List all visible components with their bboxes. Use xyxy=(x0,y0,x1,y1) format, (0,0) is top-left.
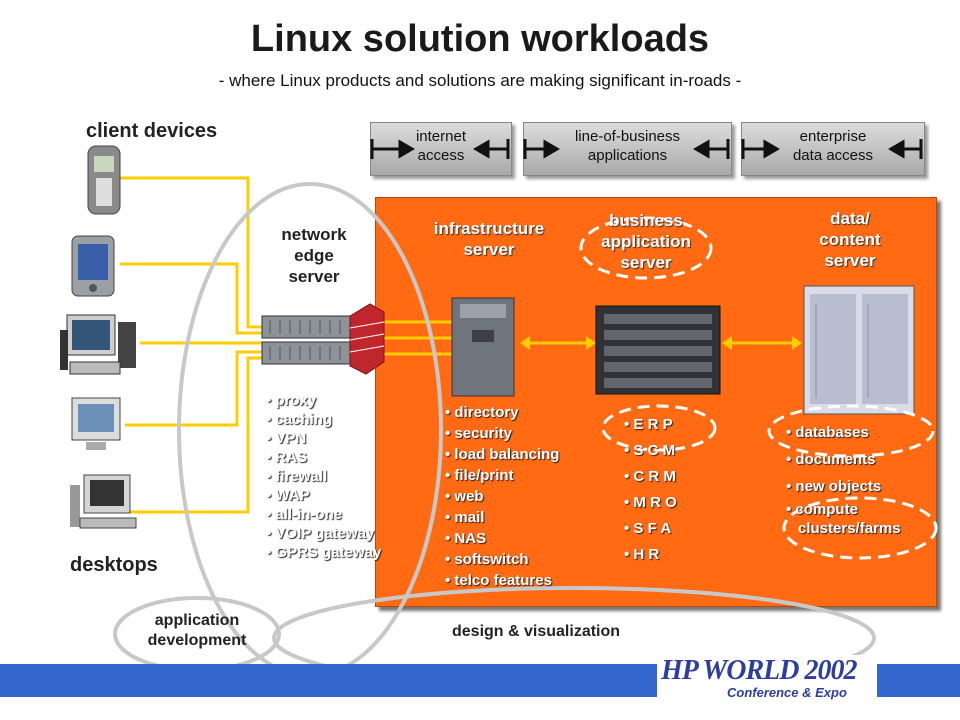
business-list: E R P S C M C R M M R O S F A H R xyxy=(624,412,677,568)
tower-server-icon xyxy=(451,297,515,397)
list-item: mail xyxy=(445,507,559,528)
client-wires xyxy=(120,176,262,514)
label-line: content xyxy=(819,230,881,249)
list-item: M R O xyxy=(624,490,676,516)
banner-enterprise-data: enterprise data access xyxy=(741,122,925,176)
list-item: VOIP gateway xyxy=(266,524,381,543)
label-line: edge xyxy=(294,246,334,265)
banner-arrows xyxy=(370,139,923,159)
network-edge-label: network edge server xyxy=(262,224,366,287)
pda-icon xyxy=(71,235,115,297)
list-item: directory xyxy=(445,402,559,423)
label-line: development xyxy=(147,632,247,649)
design-visualization-label: design & visualization xyxy=(452,623,621,640)
client-devices-label: client devices xyxy=(86,120,218,142)
label-line: server xyxy=(824,251,876,270)
workstation-icon xyxy=(70,474,137,529)
logo-sub-text: Conference & Expo xyxy=(727,685,847,700)
list-item: H R xyxy=(624,542,677,568)
infrastructure-server-label: infrastructure server xyxy=(414,218,564,260)
banner-line: data access xyxy=(792,147,874,164)
server-wires xyxy=(380,320,800,356)
desktops-label: desktops xyxy=(70,554,158,576)
list-item: compute clusters/farms xyxy=(786,500,928,538)
list-item: RAS xyxy=(266,448,381,467)
list-item: telco features xyxy=(445,570,559,591)
data-server-label: data/ content server xyxy=(800,208,900,271)
hp-world-logo: HP WORLD 2002 Conference & Expo xyxy=(657,655,877,703)
label-line: network xyxy=(281,225,347,244)
list-item: VPN xyxy=(266,429,381,448)
data-list: databases documents new objects compute … xyxy=(786,419,928,538)
list-item: documents xyxy=(786,446,928,473)
network-edge-server-icon xyxy=(261,315,363,365)
cell-phone-icon xyxy=(87,145,121,215)
list-item: new objects xyxy=(786,473,928,500)
list-item: C R M xyxy=(624,464,677,490)
list-item: file/print xyxy=(445,465,559,486)
infrastructure-list: directory security load balancing file/p… xyxy=(445,402,559,591)
list-item: web xyxy=(445,486,559,507)
list-item: load balancing xyxy=(445,444,559,465)
label-line: server xyxy=(620,253,672,272)
banner-line: applications xyxy=(587,147,668,164)
list-item: firewall xyxy=(266,467,381,486)
desktop-computer-icon xyxy=(60,314,136,375)
network-edge-list: proxy caching VPN RAS firewall WAP all-i… xyxy=(266,391,381,562)
banner-line: line-of-business xyxy=(574,128,681,145)
list-item: proxy xyxy=(266,391,381,410)
list-item: GPRS gateway xyxy=(266,543,381,562)
list-item: S C M xyxy=(624,438,677,464)
list-item: softswitch xyxy=(445,549,559,570)
page-subtitle: - where Linux products and solutions are… xyxy=(218,71,742,90)
list-item: databases xyxy=(786,419,928,446)
application-development-label: application development xyxy=(131,611,263,651)
label-line: server xyxy=(463,240,515,259)
label-line: server xyxy=(288,267,340,286)
list-item: WAP xyxy=(266,486,381,505)
list-item: security xyxy=(445,423,559,444)
list-item: S F A xyxy=(624,516,677,542)
list-item: caching xyxy=(266,410,381,429)
label-line: application xyxy=(601,232,691,251)
list-item: NAS xyxy=(445,528,559,549)
list-item: E R P xyxy=(624,412,677,438)
label-line: infrastructure xyxy=(433,219,545,238)
page-title: Linux solution workloads xyxy=(250,18,710,60)
banner-line: access xyxy=(417,147,465,164)
firewall-icon xyxy=(349,303,385,375)
list-item: all-in-one xyxy=(266,505,381,524)
banner-line: internet xyxy=(415,128,467,145)
label-line: application xyxy=(154,612,240,629)
label-line: data/ xyxy=(830,209,870,228)
storage-server-icon xyxy=(803,285,915,415)
rack-server-icon xyxy=(595,305,721,395)
banner-line: enterprise xyxy=(799,128,867,145)
logo-main-text: HP WORLD 2002 xyxy=(661,655,857,686)
business-server-label: business application server xyxy=(583,210,709,273)
monitor-icon xyxy=(71,397,121,450)
label-line: business xyxy=(609,211,683,230)
